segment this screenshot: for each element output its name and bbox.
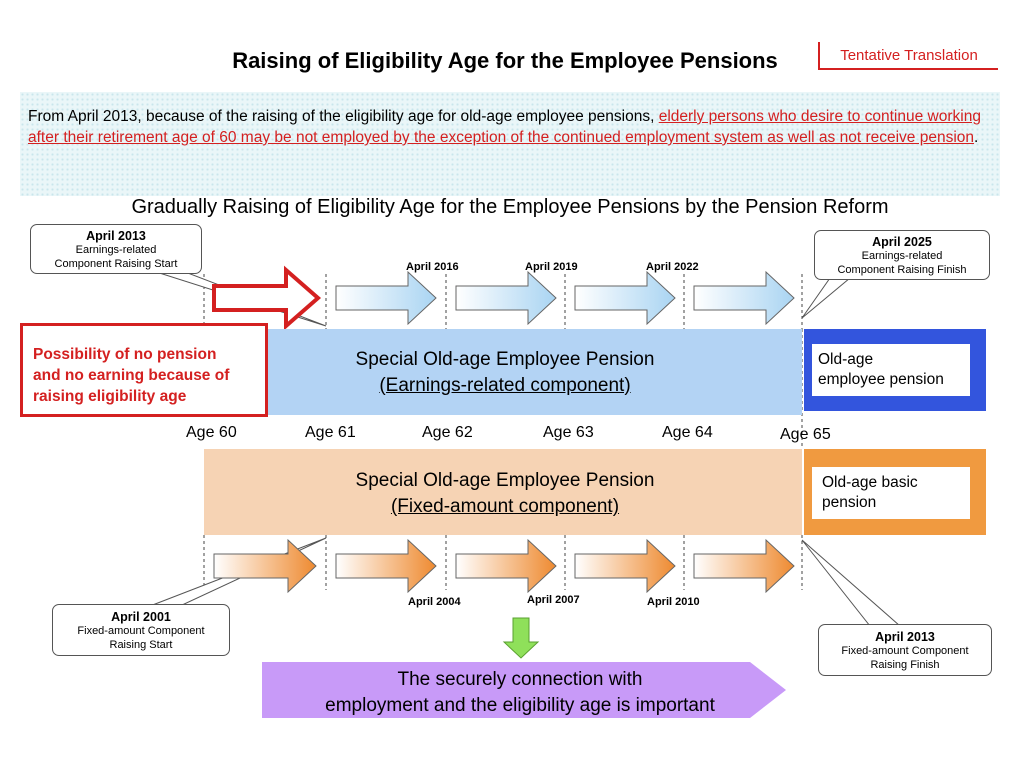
oldage-employee-label: Old-age employee pension xyxy=(812,344,970,396)
arrow-top-5 xyxy=(693,270,795,326)
callout-april-2025-finish: April 2025 Earnings-related Component Ra… xyxy=(814,230,990,280)
page-title: Raising of Eligibility Age for the Emplo… xyxy=(232,48,778,73)
callout-line: Fixed-amount Component xyxy=(841,645,969,657)
tentative-translation-label: Tentative Translation xyxy=(818,42,998,70)
arrow-bottom-4 xyxy=(574,538,676,594)
year-label: April 2019 xyxy=(525,261,578,273)
year-label: April 2007 xyxy=(527,594,580,606)
intro-highlight: elderly persons who desire to continue w… xyxy=(28,108,981,146)
callout-april-2013-finish: April 2013 Fixed-amount Component Raisin… xyxy=(818,624,992,676)
box-line: Old-age basic xyxy=(822,474,918,491)
year-label: April 2004 xyxy=(408,596,461,608)
age-label-61: Age 61 xyxy=(305,424,356,441)
intro-plain: From April 2013, because of the raising … xyxy=(28,108,659,125)
callout-line: Raising Start xyxy=(109,639,173,651)
intro-panel xyxy=(20,92,1000,196)
conclusion-arrow xyxy=(262,662,786,718)
age-label-60: Age 60 xyxy=(186,424,237,441)
fixed-amount-band xyxy=(204,449,802,535)
warning-line: and no earning because of xyxy=(33,367,230,384)
conclusion-text: The securely connection with employment … xyxy=(270,667,770,719)
intro-end: . xyxy=(974,129,979,146)
callout-line: Fixed-amount Component xyxy=(77,625,205,637)
callout-date: April 2025 xyxy=(872,235,932,249)
conclusion-line: employment and the eligibility age is im… xyxy=(325,695,715,716)
oldage-basic-label: Old-age basic pension xyxy=(812,467,970,519)
conclusion-line: The securely connection with xyxy=(397,669,643,690)
arrow-top-3 xyxy=(455,270,557,326)
callout-date: April 2013 xyxy=(875,630,935,644)
callout-line: Earnings-related xyxy=(861,250,943,262)
arrow-top-1-red xyxy=(212,265,322,331)
age-label-64: Age 64 xyxy=(662,424,713,441)
earnings-band-label: Special Old-age Employee Pension (Earnin… xyxy=(290,347,720,399)
pointer-bottom-right xyxy=(801,539,902,627)
arrow-bottom-3 xyxy=(455,538,557,594)
callout-line: Component Raising Finish xyxy=(837,264,967,276)
warning-line: Possibility of no pension xyxy=(33,346,217,363)
age-label-62: Age 62 xyxy=(422,424,473,441)
intro-text: From April 2013, because of the raising … xyxy=(28,106,988,148)
callout-date: April 2013 xyxy=(86,229,146,243)
pointer-top-right xyxy=(801,277,852,319)
callout-line: Component Raising Start xyxy=(54,258,178,270)
down-arrow-icon xyxy=(502,617,540,659)
callout-line: Raising Finish xyxy=(870,659,940,671)
callout-line: Earnings-related xyxy=(75,244,157,256)
band-line: Special Old-age Employee Pension xyxy=(355,349,655,370)
box-line: employee pension xyxy=(818,371,944,388)
band-line: Special Old-age Employee Pension xyxy=(355,470,655,491)
callout-date: April 2001 xyxy=(111,610,171,624)
year-label: April 2010 xyxy=(647,596,700,608)
callout-april-2001-start: April 2001 Fixed-amount Component Raisin… xyxy=(52,604,230,656)
year-label: April 2016 xyxy=(406,261,459,273)
band-line: (Earnings-related component) xyxy=(379,375,631,396)
warning-line: raising eligibility age xyxy=(33,388,187,405)
box-line: pension xyxy=(822,494,877,511)
earnings-related-band xyxy=(204,329,802,415)
arrow-bottom-2 xyxy=(335,538,437,594)
box-line: Old-age xyxy=(818,351,874,368)
year-label: April 2022 xyxy=(646,261,699,273)
arrow-bottom-5 xyxy=(693,538,795,594)
band-line: (Fixed-amount component) xyxy=(390,496,620,517)
age-label-65: Age 65 xyxy=(780,426,831,443)
arrow-bottom-1 xyxy=(213,538,317,594)
fixed-band-label: Special Old-age Employee Pension (Fixed-… xyxy=(290,468,720,520)
diagram-subtitle: Gradually Raising of Eligibility Age for… xyxy=(131,196,889,218)
callout-april-2013-start: April 2013 Earnings-related Component Ra… xyxy=(30,224,202,274)
age-label-63: Age 63 xyxy=(543,424,594,441)
warning-box: Possibility of no pension and no earning… xyxy=(20,323,268,417)
arrow-top-2 xyxy=(335,270,437,326)
arrow-top-4 xyxy=(574,270,676,326)
